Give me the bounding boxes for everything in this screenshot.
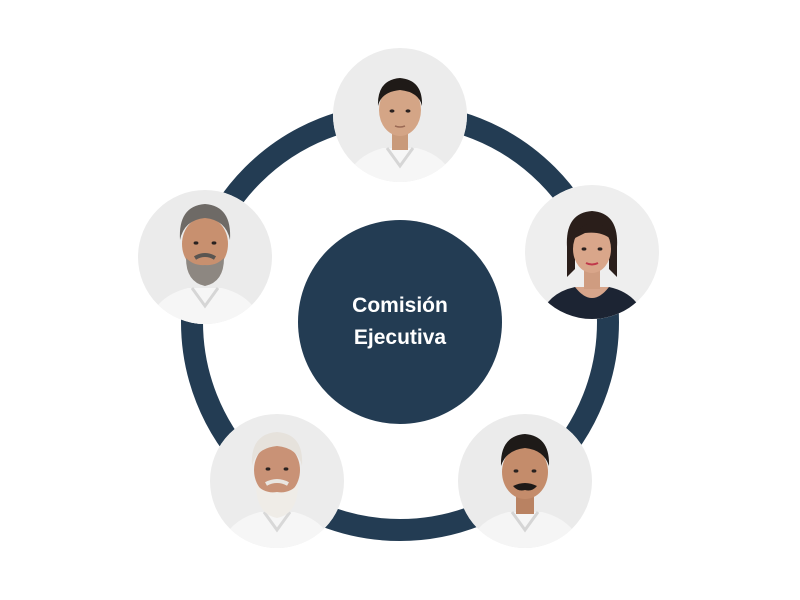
center-title: Comisión Ejecutiva — [352, 294, 448, 349]
member-photo-left — [138, 190, 272, 324]
member-photo-top — [333, 48, 467, 182]
young-man-portrait — [333, 48, 467, 182]
member-photo-right — [525, 185, 659, 319]
member-photo-bottom-left — [210, 414, 344, 548]
man-grey-beard-portrait — [138, 190, 272, 324]
member-photo-bottom-right — [458, 414, 592, 548]
elderly-man-white-beard-portrait — [210, 414, 344, 548]
older-man-mustache-portrait — [458, 414, 592, 548]
center-circle: Comisión Ejecutiva — [298, 220, 502, 424]
woman-portrait — [525, 185, 659, 319]
